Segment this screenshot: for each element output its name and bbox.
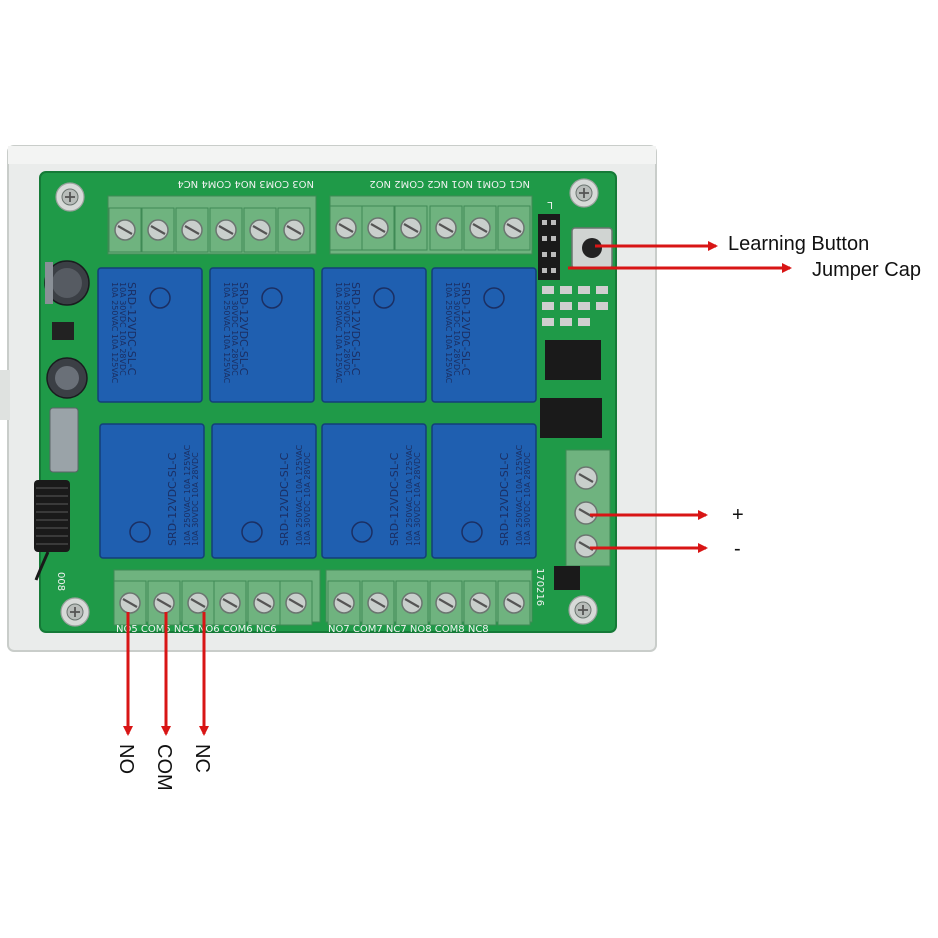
top-terminal-block-right xyxy=(328,195,533,255)
svg-text:10A 250VAC 10A 125VAC: 10A 250VAC 10A 125VAC xyxy=(444,282,453,384)
svg-text:10A 250VAC 10A 125VAC: 10A 250VAC 10A 125VAC xyxy=(183,444,192,546)
diode-component xyxy=(554,566,580,590)
svg-text:10A 250VAC 10A 125VAC: 10A 250VAC 10A 125VAC xyxy=(405,444,414,546)
label-com: COM xyxy=(153,744,175,791)
svg-text:10A 30VDC 10A 28VDC: 10A 30VDC 10A 28VDC xyxy=(452,282,461,376)
silkscreen-bottom-right: NO7 COM7 NC7 NO8 COM8 NC8 xyxy=(328,624,489,635)
label-plus: + xyxy=(732,504,744,526)
mount-hole-icon xyxy=(569,178,599,208)
svg-text:SRD-12VDC-SL-C: SRD-12VDC-SL-C xyxy=(498,452,511,546)
capacitor-top xyxy=(44,260,90,306)
svg-text:SRD-12VDC-SL-C: SRD-12VDC-SL-C xyxy=(237,282,250,376)
mount-hole-icon xyxy=(60,597,90,627)
driver-chip xyxy=(540,398,602,438)
top-terminal-block-left xyxy=(107,195,317,255)
svg-text:10A 250VAC 10A 125VAC: 10A 250VAC 10A 125VAC xyxy=(222,282,231,384)
svg-text:SRD-12VDC-SL-C: SRD-12VDC-SL-C xyxy=(278,452,291,546)
mount-hole-icon xyxy=(568,595,598,625)
svg-text:10A 250VAC 10A 125VAC: 10A 250VAC 10A 125VAC xyxy=(295,444,304,546)
silkscreen-top-right: NC1 COM1 NO1 NC2 COM2 NO2 xyxy=(369,178,530,189)
relay-1: SRD-12VDC-SL-C 10A 250VAC 10A 125VAC 10A… xyxy=(97,267,203,403)
svg-text:10A 250VAC 10A 125VAC: 10A 250VAC 10A 125VAC xyxy=(110,282,119,384)
smd-components xyxy=(542,286,608,326)
svg-text:SRD-12VDC-SL-C: SRD-12VDC-SL-C xyxy=(459,282,472,376)
antenna-coil xyxy=(34,480,70,581)
bottom-terminal-block-left xyxy=(112,569,321,627)
date-code: 170216 xyxy=(534,568,545,606)
label-minus: - xyxy=(734,538,741,560)
crystal-component xyxy=(49,407,79,473)
relay-7: SRD-12VDC-SL-C 10A 250VAC 10A 125VAC 10A… xyxy=(321,423,427,559)
label-nc: NC xyxy=(191,744,213,773)
capacitor-bottom xyxy=(46,357,88,399)
svg-text:10A 30VDC 10A 28VDC: 10A 30VDC 10A 28VDC xyxy=(342,282,351,376)
svg-text:10A 30VDC 10A 28VDC: 10A 30VDC 10A 28VDC xyxy=(118,282,127,376)
jumper-mark: L xyxy=(547,199,553,210)
bottom-terminal-block-right xyxy=(325,569,533,627)
svg-text:10A 30VDC 10A 28VDC: 10A 30VDC 10A 28VDC xyxy=(413,452,422,546)
svg-text:10A 30VDC 10A 28VDC: 10A 30VDC 10A 28VDC xyxy=(523,452,532,546)
relay-8: SRD-12VDC-SL-C 10A 250VAC 10A 125VAC 10A… xyxy=(431,423,537,559)
mount-hole-icon xyxy=(55,182,85,212)
svg-text:SRD-12VDC-SL-C: SRD-12VDC-SL-C xyxy=(388,452,401,546)
silkscreen-bottom-left: NO5 COM5 NC5 NO6 COM6 NC6 xyxy=(116,624,277,635)
svg-text:10A 30VDC 10A 28VDC: 10A 30VDC 10A 28VDC xyxy=(303,452,312,546)
learning-button[interactable] xyxy=(571,227,613,269)
label-no: NO xyxy=(115,744,137,774)
svg-text:10A 30VDC 10A 28VDC: 10A 30VDC 10A 28VDC xyxy=(191,452,200,546)
label-learning-button: Learning Button xyxy=(728,233,869,255)
silkscreen-top-left: NO3 COM3 NO4 COM4 NC4 xyxy=(177,178,314,189)
decoder-chip xyxy=(545,340,601,380)
relay-6: SRD-12VDC-SL-C 10A 250VAC 10A 125VAC 10A… xyxy=(211,423,317,559)
svg-text:SRD-12VDC-SL-C: SRD-12VDC-SL-C xyxy=(349,282,362,376)
jumper-header xyxy=(538,214,560,280)
relay-4: SRD-12VDC-SL-C 10A 250VAC 10A 125VAC 10A… xyxy=(431,267,537,403)
svg-text:SRD-12VDC-SL-C: SRD-12VDC-SL-C xyxy=(125,282,138,376)
svg-text:SRD-12VDC-SL-C: SRD-12VDC-SL-C xyxy=(166,452,179,546)
svg-text:10A 30VDC 10A 28VDC: 10A 30VDC 10A 28VDC xyxy=(230,282,239,376)
svg-text:10A 250VAC 10A 125VAC: 10A 250VAC 10A 125VAC xyxy=(515,444,524,546)
relay-3: SRD-12VDC-SL-C 10A 250VAC 10A 125VAC 10A… xyxy=(321,267,427,403)
regulator-chip xyxy=(52,322,74,340)
relay-2: SRD-12VDC-SL-C 10A 250VAC 10A 125VAC 10A… xyxy=(209,267,315,403)
relay-5: SRD-12VDC-SL-C 10A 250VAC 10A 125VAC 10A… xyxy=(99,423,205,559)
svg-text:10A 250VAC 10A 125VAC: 10A 250VAC 10A 125VAC xyxy=(334,282,343,384)
board-mark: 008 xyxy=(55,572,66,591)
label-jumper-cap: Jumper Cap xyxy=(812,259,921,281)
